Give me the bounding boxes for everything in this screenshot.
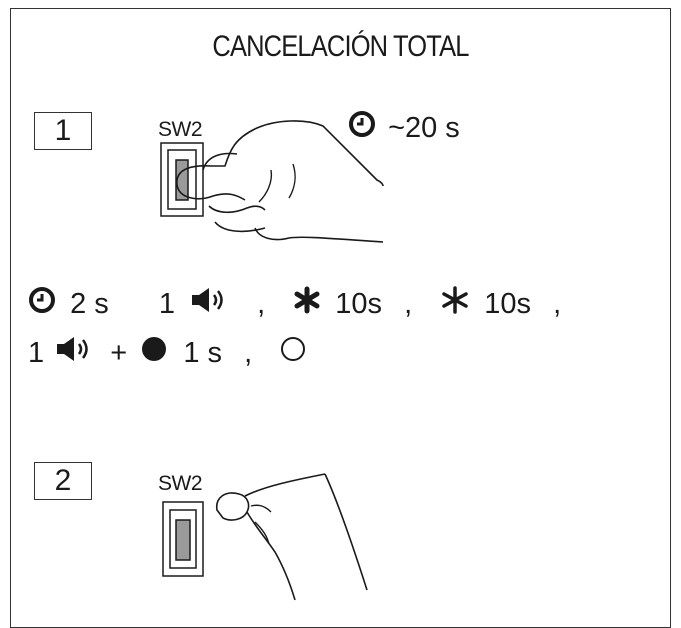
step-2-switch-label: SW2 — [158, 472, 203, 495]
separator-comma: , — [553, 287, 562, 320]
sequence-line-1: 2 s 1 , 10s , 10s , — [28, 286, 581, 322]
plus-sign: + — [110, 336, 128, 369]
hand-thumb — [176, 184, 246, 201]
hand-fingertip — [215, 492, 250, 521]
switch-outer — [162, 501, 204, 577]
separator-comma: , — [244, 336, 253, 369]
step-1-box: 1 — [34, 112, 92, 150]
blink-star-time: 10s — [335, 287, 383, 320]
steady-star-time: 10s — [484, 287, 532, 320]
speaker-icon — [54, 335, 94, 371]
step-1-hold-time: ~20 s — [348, 110, 460, 146]
switch-inner — [167, 149, 197, 210]
led-off-icon — [280, 336, 306, 370]
clock-icon — [348, 110, 376, 146]
wait-time: 2 s — [70, 287, 109, 320]
switch-inner — [169, 509, 197, 569]
hand-inner-lines — [250, 504, 272, 545]
led-on-time: 1 s — [183, 336, 223, 369]
separator-comma: , — [404, 287, 413, 320]
switch-button — [175, 519, 191, 561]
hand-fingers — [202, 152, 384, 243]
hand-knuckle — [258, 163, 296, 203]
steady-star-icon — [440, 286, 470, 322]
step-1-switch-label: SW2 — [158, 118, 203, 141]
switch-outer — [160, 142, 204, 217]
step-1-switch-hand-illustration — [160, 120, 384, 243]
diagram-title: CANCELACIÓN TOTAL — [212, 30, 469, 63]
hand-outline — [176, 120, 384, 187]
beep-count: 1 — [28, 336, 45, 369]
clock-icon — [28, 286, 56, 322]
blink-star-icon — [293, 286, 321, 322]
hold-time-text: ~20 s — [388, 111, 460, 144]
separator-comma: , — [257, 287, 266, 320]
hand-outline — [244, 473, 368, 601]
speaker-icon — [189, 286, 229, 322]
step-2-switch-hand-illustration — [162, 473, 368, 601]
sequence-line-2: 1 + 1 s , — [28, 335, 306, 371]
led-on-icon — [141, 336, 167, 370]
step-2-box: 2 — [34, 462, 92, 500]
beep-count: 1 — [158, 287, 175, 320]
